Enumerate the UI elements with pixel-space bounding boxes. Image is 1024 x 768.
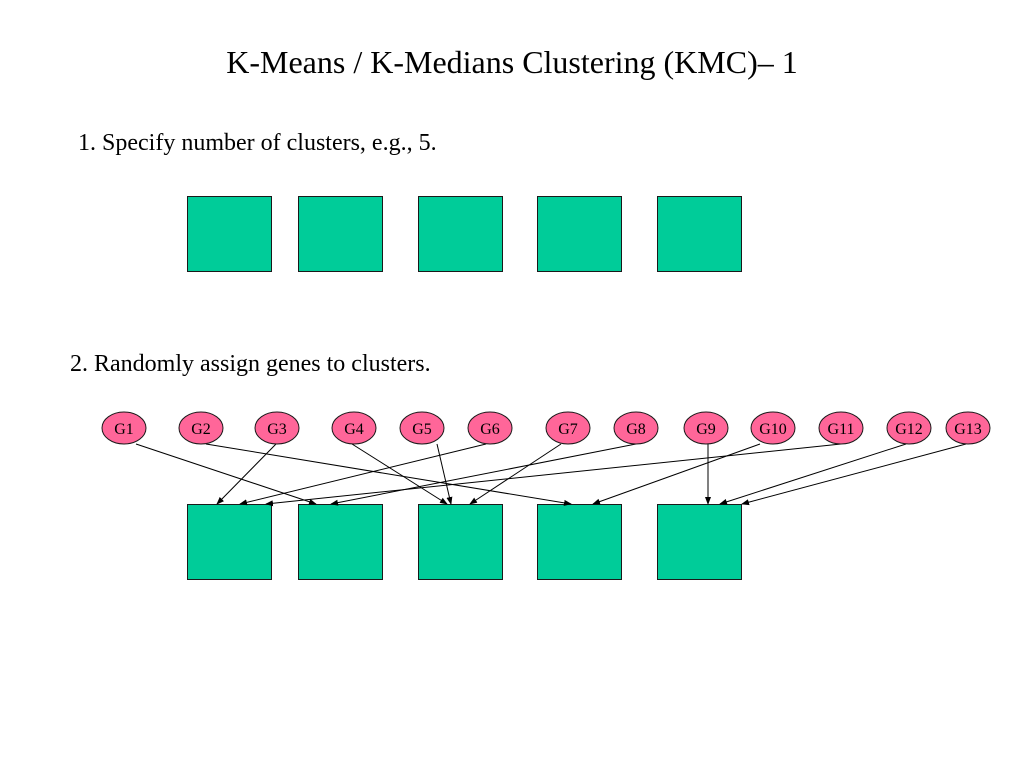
cluster-box bbox=[298, 504, 383, 580]
assignment-arrow bbox=[741, 443, 967, 506]
assignment-arrow bbox=[469, 443, 562, 505]
gene-label: G8 bbox=[626, 421, 646, 438]
gene-node bbox=[101, 411, 147, 445]
assignment-arrow bbox=[436, 443, 453, 505]
gene-node bbox=[331, 411, 377, 445]
gene-node bbox=[545, 411, 591, 445]
gene-label: G10 bbox=[759, 421, 787, 438]
cluster-box bbox=[418, 504, 503, 580]
gene-node bbox=[399, 411, 445, 445]
gene-node bbox=[613, 411, 659, 445]
gene-label: G9 bbox=[696, 421, 716, 438]
step-1-text: 1. Specify number of clusters, e.g., 5. bbox=[78, 130, 437, 156]
gene-label: G5 bbox=[412, 421, 432, 438]
gene-label: G6 bbox=[480, 421, 500, 438]
cluster-box bbox=[187, 504, 272, 580]
slide-title: K-Means / K-Medians Clustering (KMC)– 1 bbox=[226, 44, 798, 80]
gene-node bbox=[254, 411, 300, 445]
gene-label: G13 bbox=[954, 421, 982, 438]
step-2-text: 2. Randomly assign genes to clusters. bbox=[70, 351, 431, 377]
assignment-arrow bbox=[239, 443, 487, 506]
assignment-arrow bbox=[135, 443, 317, 505]
cluster-box bbox=[537, 504, 622, 580]
gene-node bbox=[750, 411, 796, 445]
gene-node bbox=[886, 411, 932, 445]
gene-node bbox=[467, 411, 513, 445]
cluster-box bbox=[298, 196, 383, 272]
gene-label: G11 bbox=[828, 421, 855, 438]
gene-node bbox=[818, 411, 864, 445]
assignment-arrow bbox=[330, 443, 637, 506]
gene-label: G12 bbox=[895, 421, 923, 438]
assignment-arrow bbox=[592, 443, 761, 505]
assignment-arrow bbox=[351, 443, 448, 505]
gene-node bbox=[683, 411, 729, 445]
gene-label: G1 bbox=[114, 421, 134, 438]
gene-node bbox=[945, 411, 991, 445]
gene-label: G4 bbox=[344, 421, 364, 438]
cluster-box bbox=[657, 196, 742, 272]
gene-node bbox=[178, 411, 224, 445]
gene-label: G2 bbox=[191, 421, 211, 438]
gene-label: G7 bbox=[558, 421, 578, 438]
assignment-arrow bbox=[265, 443, 842, 507]
assignment-arrow bbox=[719, 443, 907, 505]
cluster-box bbox=[537, 196, 622, 272]
cluster-box bbox=[418, 196, 503, 272]
cluster-box bbox=[657, 504, 742, 580]
assignment-arrow bbox=[216, 443, 277, 505]
cluster-box bbox=[187, 196, 272, 272]
gene-label: G3 bbox=[267, 421, 287, 438]
